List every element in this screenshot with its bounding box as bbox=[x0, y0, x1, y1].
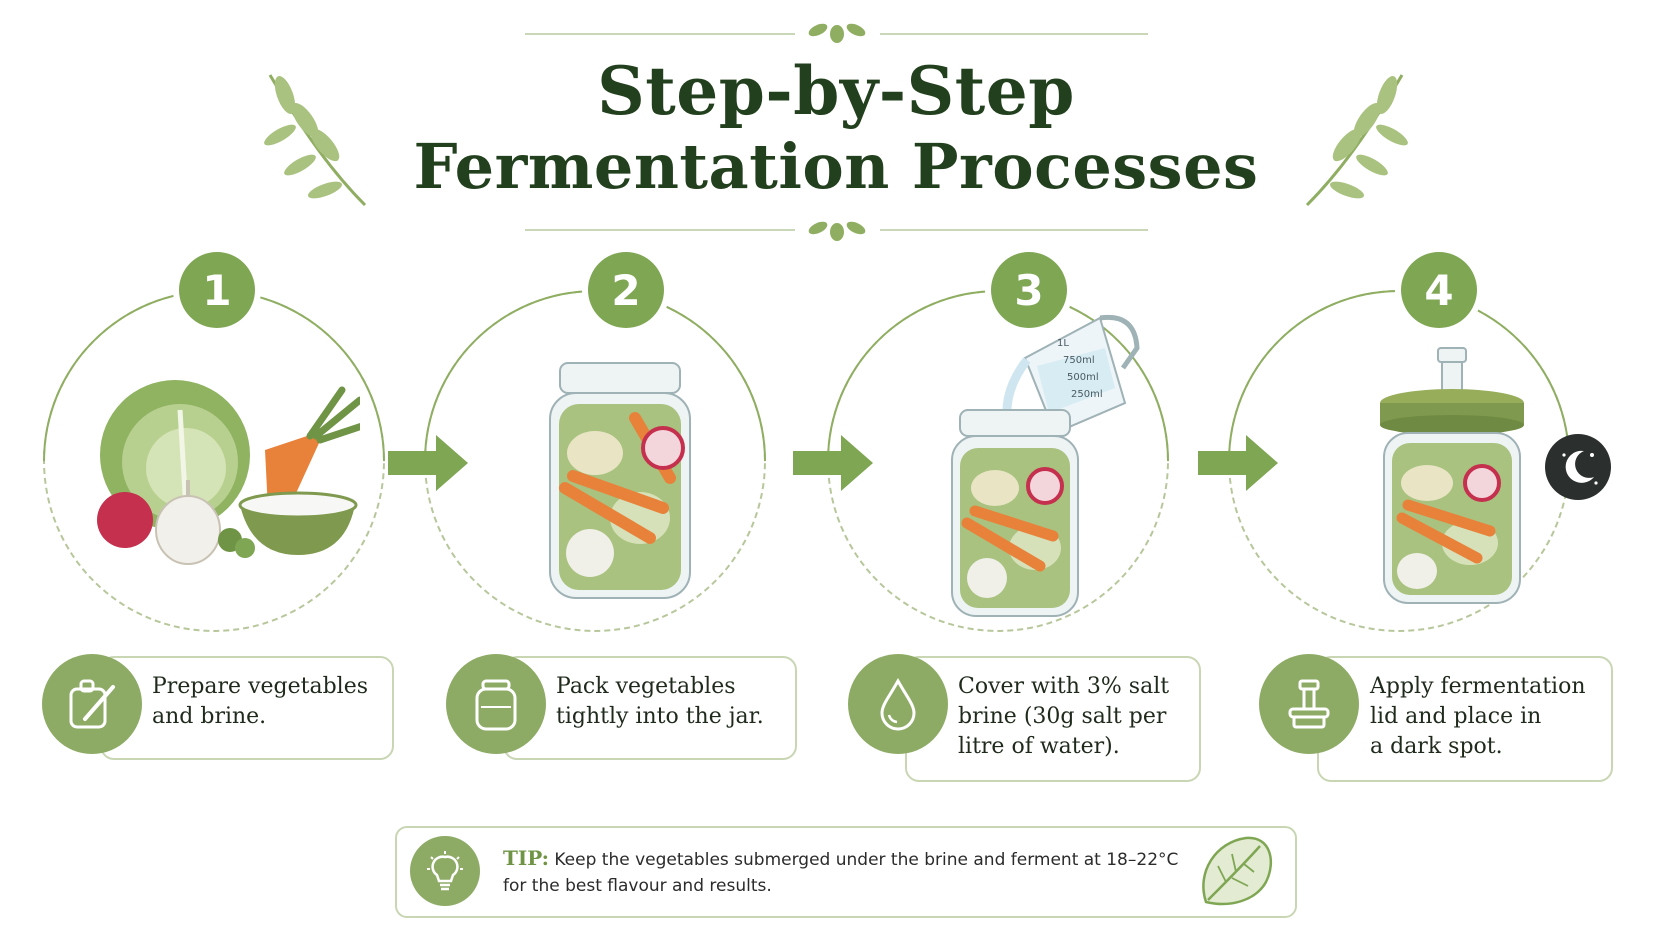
cutting-board-knife-icon bbox=[69, 679, 115, 729]
right-laurel-icon bbox=[1305, 74, 1408, 207]
vegetables-illustration bbox=[97, 380, 360, 565]
jug-mark-3: 500ml bbox=[1067, 372, 1099, 383]
lidded-jar-illustration bbox=[1380, 347, 1524, 604]
step-3-caption-line-2: brine (30g salt per bbox=[958, 704, 1167, 729]
step-1-badge: 1 bbox=[179, 252, 255, 328]
tip-box bbox=[395, 826, 1297, 918]
packed-jar-illustration bbox=[549, 362, 691, 599]
page-title-line-2: Fermentation Processes bbox=[413, 130, 1259, 203]
step-2-badge: 2 bbox=[588, 252, 664, 328]
arrow-right-icon bbox=[793, 435, 873, 491]
step-3-icon-circle bbox=[848, 654, 948, 754]
step-1-caption-line-2: and brine. bbox=[152, 704, 267, 729]
step-2-icon-circle bbox=[446, 654, 546, 754]
tip-label: TIP: bbox=[503, 846, 549, 870]
step-1-caption: Prepare vegetables and brine. bbox=[152, 672, 382, 732]
step-4-caption-line-2: lid and place in bbox=[1370, 704, 1542, 729]
title-block: Step-by-Step Fermentation Processes bbox=[0, 0, 1672, 250]
step-2-caption-card bbox=[503, 656, 797, 760]
step-1-icon-circle bbox=[42, 654, 142, 754]
step-4-caption-line-3: a dark spot. bbox=[1370, 734, 1503, 759]
tip-icon-circle bbox=[410, 836, 480, 906]
jug-mark-1: 1L bbox=[1057, 338, 1069, 349]
jug-mark-2: 750ml bbox=[1063, 355, 1095, 366]
step-4-caption-line-1: Apply fermentation bbox=[1370, 674, 1586, 699]
jar-icon bbox=[475, 679, 517, 731]
step-4-caption: Apply fermentation lid and place in a da… bbox=[1370, 672, 1605, 762]
step-2-caption: Pack vegetables tightly into the jar. bbox=[556, 672, 791, 732]
water-drop-icon bbox=[880, 677, 916, 731]
tip-text: TIP: Keep the vegetables submerged under… bbox=[503, 845, 1203, 899]
airlock-lid-icon bbox=[1288, 679, 1330, 729]
step-4-icon-circle bbox=[1259, 654, 1359, 754]
left-laurel-icon bbox=[264, 74, 367, 207]
page-title-line-1: Step-by-Step bbox=[597, 52, 1075, 130]
step-3-badge: 3 bbox=[991, 252, 1067, 328]
step-1-caption-card bbox=[100, 656, 394, 760]
lightbulb-icon bbox=[427, 851, 463, 891]
jar-with-jug-illustration: 1L 750ml 500ml 250ml bbox=[951, 314, 1140, 617]
step-3-caption-line-1: Cover with 3% salt bbox=[958, 674, 1170, 699]
arrow-right-icon bbox=[1198, 435, 1278, 491]
step-4-caption-card bbox=[1317, 656, 1613, 782]
step-2-caption-line-2: tightly into the jar. bbox=[556, 704, 764, 729]
tip-text-line-1: Keep the vegetables submerged under the … bbox=[554, 850, 1179, 870]
step-4-badge: 4 bbox=[1401, 252, 1477, 328]
arrow-right-icon bbox=[388, 435, 468, 491]
moon-stars-icon bbox=[1545, 434, 1611, 500]
tip-text-line-2: for the best flavour and results. bbox=[503, 876, 772, 896]
cabbage-leaf-icon bbox=[1202, 836, 1273, 906]
jug-mark-4: 250ml bbox=[1071, 389, 1103, 400]
step-3-caption: Cover with 3% salt brine (30g salt per l… bbox=[958, 672, 1193, 762]
title-ornaments bbox=[525, 23, 1148, 241]
step-3-caption-card bbox=[905, 656, 1201, 782]
step-1-caption-line-1: Prepare vegetables bbox=[152, 674, 369, 699]
step-2-caption-line-1: Pack vegetables bbox=[556, 674, 736, 699]
step-3-caption-line-3: litre of water). bbox=[958, 734, 1120, 759]
